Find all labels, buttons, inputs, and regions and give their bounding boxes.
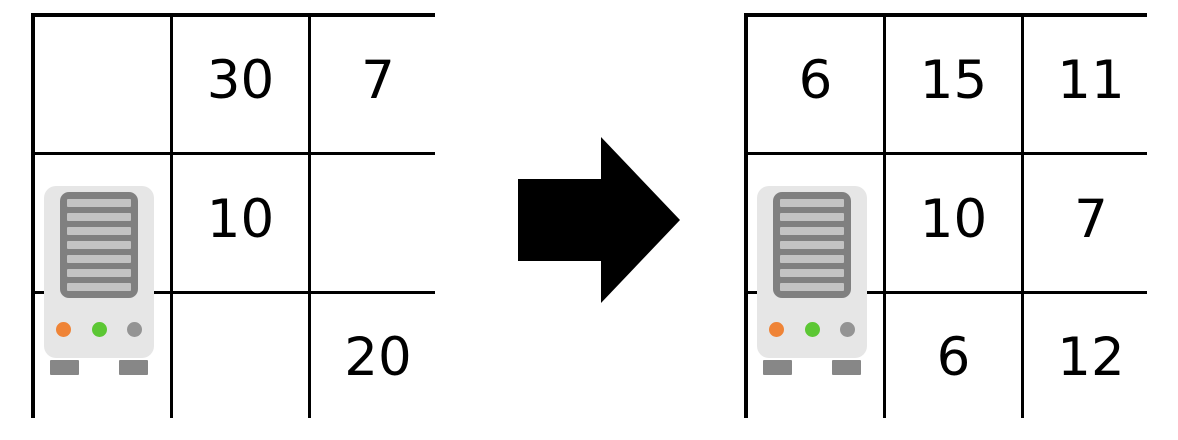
input-cell-r2c2: 20 [311,294,445,428]
output-cell-r0c0: 6 [748,17,883,152]
cell-value: 7 [1074,188,1108,250]
input-cell-r0c0 [35,17,170,152]
output-cell-r1c0 [748,155,883,291]
output-cell-r0c1: 15 [886,17,1021,152]
cell-value: 6 [798,50,833,111]
cell-value: 6 [936,326,971,388]
cell-value: 10 [206,188,275,250]
input-grid: 30 7 10 20 [31,13,445,428]
cell-value: 12 [1057,326,1125,388]
input-cell-r1c0 [35,155,170,291]
output-cell-r1c1: 10 [886,155,1021,291]
output-cell-r2c1: 6 [886,294,1021,428]
input-cell-r2c1 [173,294,308,428]
input-cell-r1c1: 10 [173,155,308,291]
input-cell-r1c2 [311,155,445,291]
output-cell-r1c2: 7 [1024,155,1158,291]
output-cell-r0c2: 11 [1024,17,1158,152]
cell-value: 30 [206,50,275,111]
output-cell-r2c0 [748,294,883,428]
cell-value: 15 [919,50,988,111]
right-arrow-icon [518,137,680,303]
input-cell-r0c2: 7 [311,17,445,152]
input-cell-r0c1: 30 [173,17,308,152]
output-grid: 6 15 11 10 7 6 12 [744,13,1158,428]
cell-value: 20 [344,326,412,388]
cell-value: 10 [919,188,988,250]
cell-value: 11 [1057,50,1125,111]
output-cell-r2c2: 12 [1024,294,1158,428]
input-cell-r2c0 [35,294,170,428]
cell-value: 7 [361,50,395,111]
